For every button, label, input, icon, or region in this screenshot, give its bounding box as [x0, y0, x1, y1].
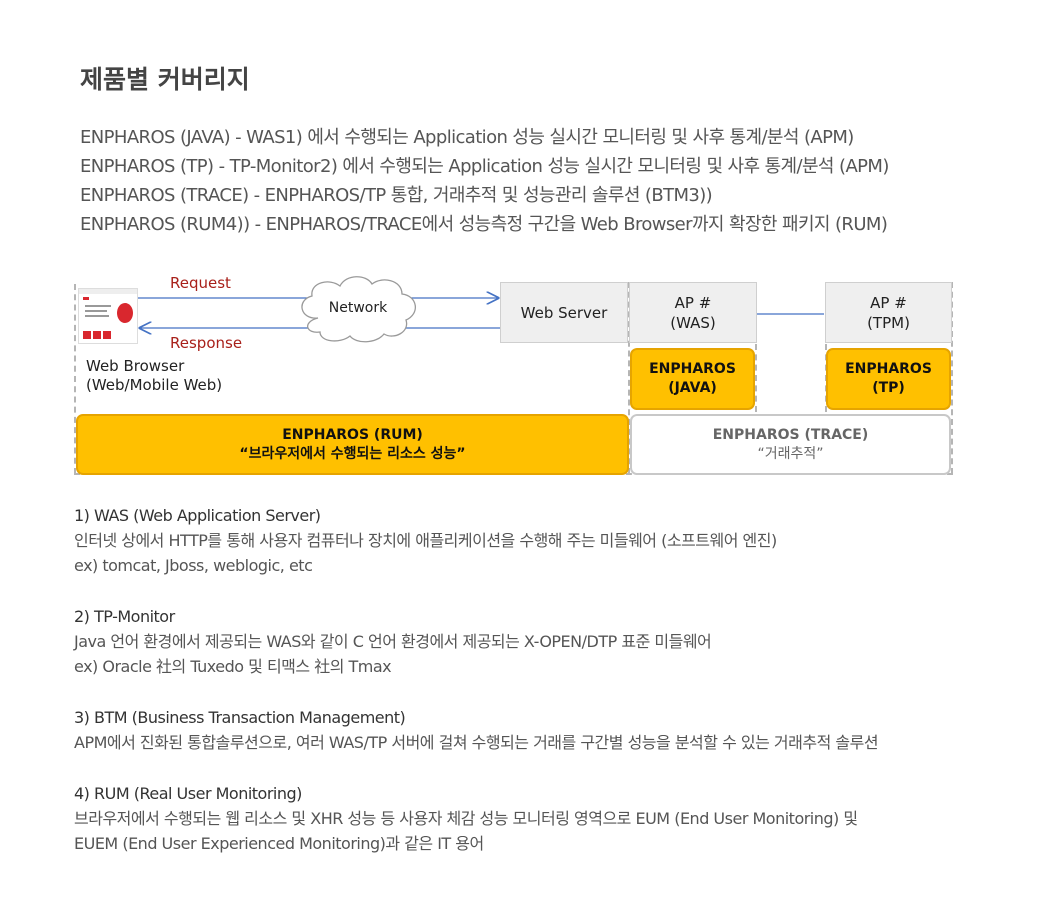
note-line: Java 언어 환경에서 제공되는 WAS와 같이 C 언어 환경에서 제공되는…	[74, 632, 712, 651]
dashed-guide-was-left	[628, 282, 630, 474]
diagram-connectors	[138, 276, 824, 343]
note-line: APM에서 진화된 통합솔루션으로, 여러 WAS/TP 서버에 걸쳐 수행되는…	[74, 733, 879, 752]
intro-line-tp: ENPHAROS (TP) - TP-Monitor2) 에서 수행되는 App…	[80, 156, 889, 177]
note-line: EUEM (End User Experienced Monitoring)과 …	[74, 834, 484, 853]
note-heading: 4) RUM (Real User Monitoring)	[74, 784, 302, 803]
intro-line-trace: ENPHAROS (TRACE) - ENPHAROS/TP 통합, 거래추적 …	[80, 185, 713, 206]
note-line: 브라우저에서 수행되는 웹 리소스 및 XHR 성능 등 사용자 체감 성능 모…	[74, 809, 858, 828]
note-rum: 4) RUM (Real User Monitoring) 브라우저에서 수행되…	[74, 781, 878, 856]
enpharos-tp-box: ENPHAROS (TP)	[826, 348, 951, 410]
product-intro: ENPHAROS (JAVA) - WAS1) 에서 수행되는 Applicat…	[80, 123, 889, 239]
footnotes: 1) WAS (Web Application Server) 인터넷 상에서 …	[74, 503, 879, 882]
enpharos-rum-box: ENPHAROS (RUM) “브라우저에서 수행되는 리소스 성능”	[76, 414, 629, 475]
coverage-diagram: Network Request Response Web Browser (We…	[0, 270, 1040, 485]
intro-line-java: ENPHAROS (JAVA) - WAS1) 에서 수행되는 Applicat…	[80, 127, 854, 148]
browser-label: Web Browser (Web/Mobile Web)	[86, 357, 223, 394]
dashed-guide-was-right	[755, 282, 757, 412]
page-title: 제품별 커버리지	[80, 65, 250, 94]
note-was: 1) WAS (Web Application Server) 인터넷 상에서 …	[74, 503, 878, 578]
enpharos-java-box: ENPHAROS (JAVA)	[630, 348, 755, 410]
note-heading: 2) TP-Monitor	[74, 607, 175, 626]
note-btm: 3) BTM (Business Transaction Management)…	[74, 705, 879, 755]
dashed-guide-right	[951, 282, 953, 474]
ap-tpm-box: AP # (TPM)	[825, 282, 952, 343]
note-heading: 1) WAS (Web Application Server)	[74, 506, 321, 525]
network-cloud-icon	[301, 276, 416, 343]
ap-was-box: AP # (WAS)	[629, 282, 757, 343]
browser-screenshot-icon	[78, 288, 138, 344]
response-label: Response	[170, 334, 243, 352]
note-line: 인터넷 상에서 HTTP를 통해 사용자 컴퓨터나 장치에 애플리케이션을 수행…	[74, 531, 777, 550]
dashed-guide-tpm-left	[825, 282, 827, 412]
intro-line-rum: ENPHAROS (RUM4)) - ENPHAROS/TRACE에서 성능측정…	[80, 214, 888, 235]
enpharos-trace-box: ENPHAROS (TRACE) “거래추적”	[630, 414, 951, 475]
request-label: Request	[170, 274, 231, 292]
note-line: ex) Oracle 社의 Tuxedo 및 티맥스 社의 Tmax	[74, 657, 392, 676]
network-label: Network	[328, 300, 388, 316]
note-line: ex) tomcat, Jboss, weblogic, etc	[74, 556, 313, 575]
note-tp-monitor: 2) TP-Monitor Java 언어 환경에서 제공되는 WAS와 같이 …	[74, 604, 878, 679]
note-heading: 3) BTM (Business Transaction Management)	[74, 708, 406, 727]
dashed-guide-left	[74, 284, 76, 474]
web-server-box: Web Server	[500, 282, 628, 343]
